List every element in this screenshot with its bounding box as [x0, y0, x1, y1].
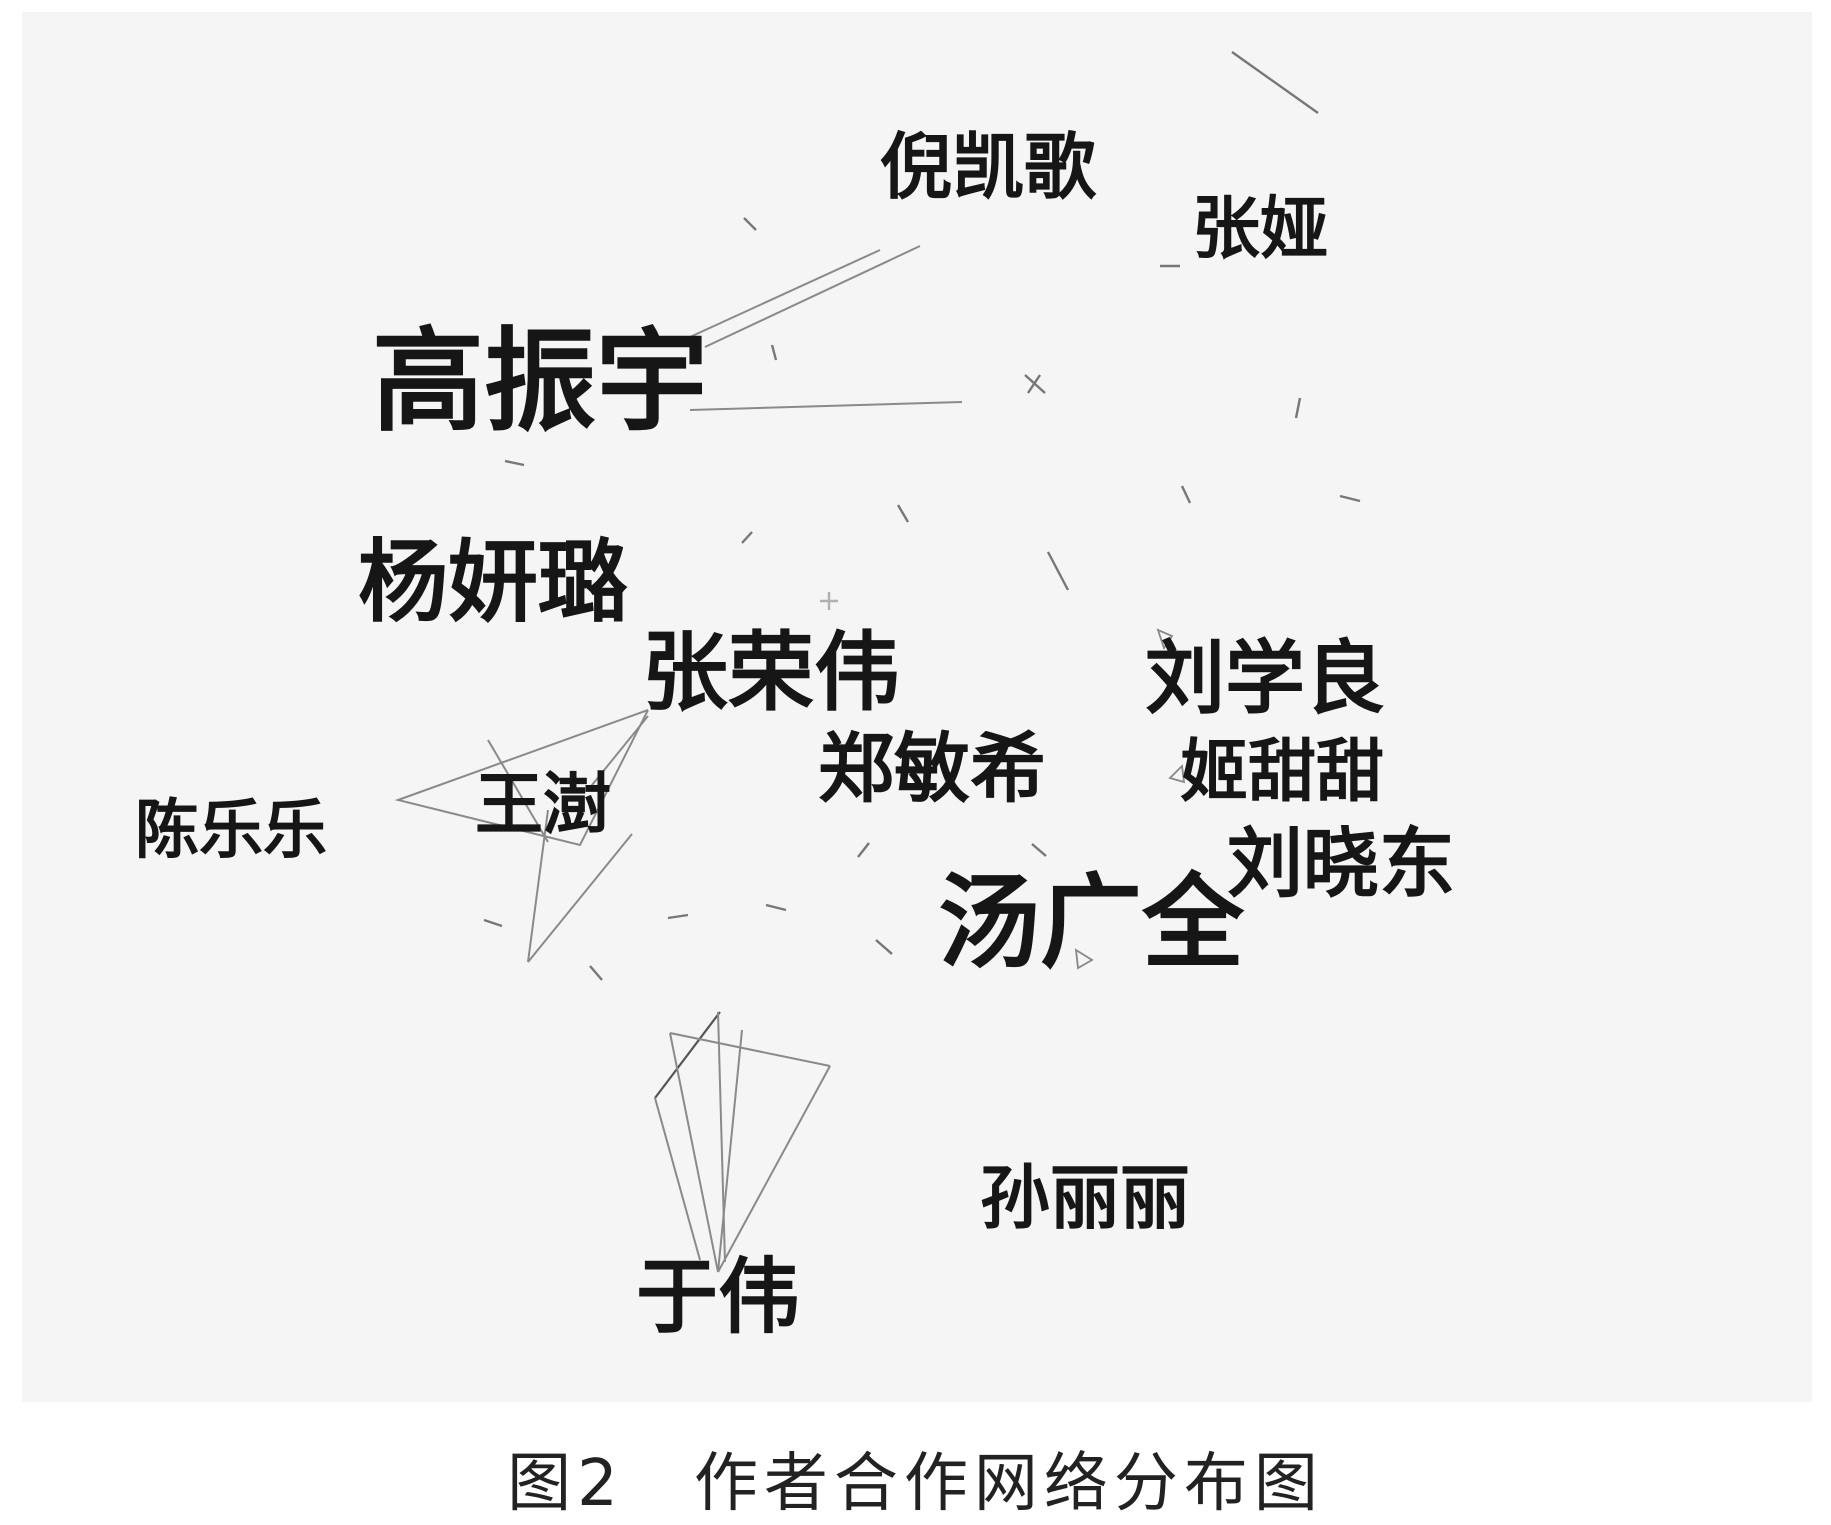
- node-label: 杨妍璐: [358, 530, 628, 635]
- tick-mark: [1231, 51, 1319, 114]
- tick-mark: [765, 903, 787, 912]
- edge-gao-ni-2: [704, 245, 921, 348]
- edge-yu-3: [717, 1065, 831, 1273]
- triangle-mark: [1074, 948, 1094, 970]
- node-label: 王澍: [475, 766, 611, 845]
- node-label: 高振宇: [372, 317, 708, 447]
- node-label: 于伟: [636, 1250, 800, 1345]
- tick-mark: [857, 842, 870, 858]
- node-label: 张荣伟: [642, 623, 900, 723]
- node-label: 姬甜甜: [1180, 733, 1384, 812]
- edge-wang-up: [487, 739, 549, 843]
- node-label: 汤广全: [938, 864, 1245, 983]
- tick-mark: [1294, 397, 1302, 419]
- edge-zhangrw-chen: [394, 709, 649, 847]
- tick-mark: [1180, 485, 1192, 504]
- network-figure: [22, 12, 1812, 1402]
- tick-mark: [1027, 374, 1041, 394]
- edge-yu-2: [669, 1032, 719, 1273]
- tick-mark: [504, 459, 525, 467]
- edge-zhangrw-wang: [587, 715, 649, 791]
- edge-yu-1: [654, 1011, 721, 1099]
- tick-mark: [483, 918, 503, 928]
- tick-mark: [770, 344, 778, 361]
- node-label: 刘晓东: [1227, 819, 1455, 908]
- triangle-mark: [1156, 628, 1174, 651]
- tick-mark: [1046, 551, 1070, 591]
- scatter-marks: [483, 51, 1361, 981]
- node-label: 孙丽丽: [980, 1157, 1190, 1239]
- triangle-mark: [1168, 764, 1186, 784]
- edge-yu-4: [669, 1032, 831, 1067]
- tick-mark: [1339, 494, 1361, 503]
- tick-mark: [741, 531, 753, 544]
- edge-yu-5: [717, 1029, 743, 1273]
- tick-mark: [875, 939, 893, 955]
- node-label: 张娅: [1192, 190, 1328, 269]
- node-label: 刘学良: [1145, 632, 1385, 725]
- node-labels: 高振宇 倪凯歌 张娅 杨妍璐 张荣伟 刘学良 郑敏希 姬甜甜 陈乐乐 王澍 刘晓…: [135, 125, 1455, 1345]
- tick-mark: [1031, 843, 1047, 857]
- tick-mark: [667, 913, 689, 920]
- edge-gao-east: [689, 401, 963, 411]
- node-label: 郑敏希: [818, 724, 1046, 813]
- node-label: 倪凯歌: [880, 125, 1097, 209]
- edge-gao-ni: [689, 249, 881, 338]
- edges: [394, 245, 963, 1273]
- tick-mark: [743, 217, 757, 231]
- node-label: 陈乐乐: [135, 794, 327, 868]
- tick-mark: [896, 504, 910, 523]
- edge-yu-6: [654, 1097, 701, 1261]
- edge-yu-7: [717, 1011, 726, 1263]
- tick-mark: [589, 965, 603, 981]
- figure-caption: 图2 作者合作网络分布图: [507, 1447, 1324, 1521]
- edge-down-right: [527, 833, 633, 963]
